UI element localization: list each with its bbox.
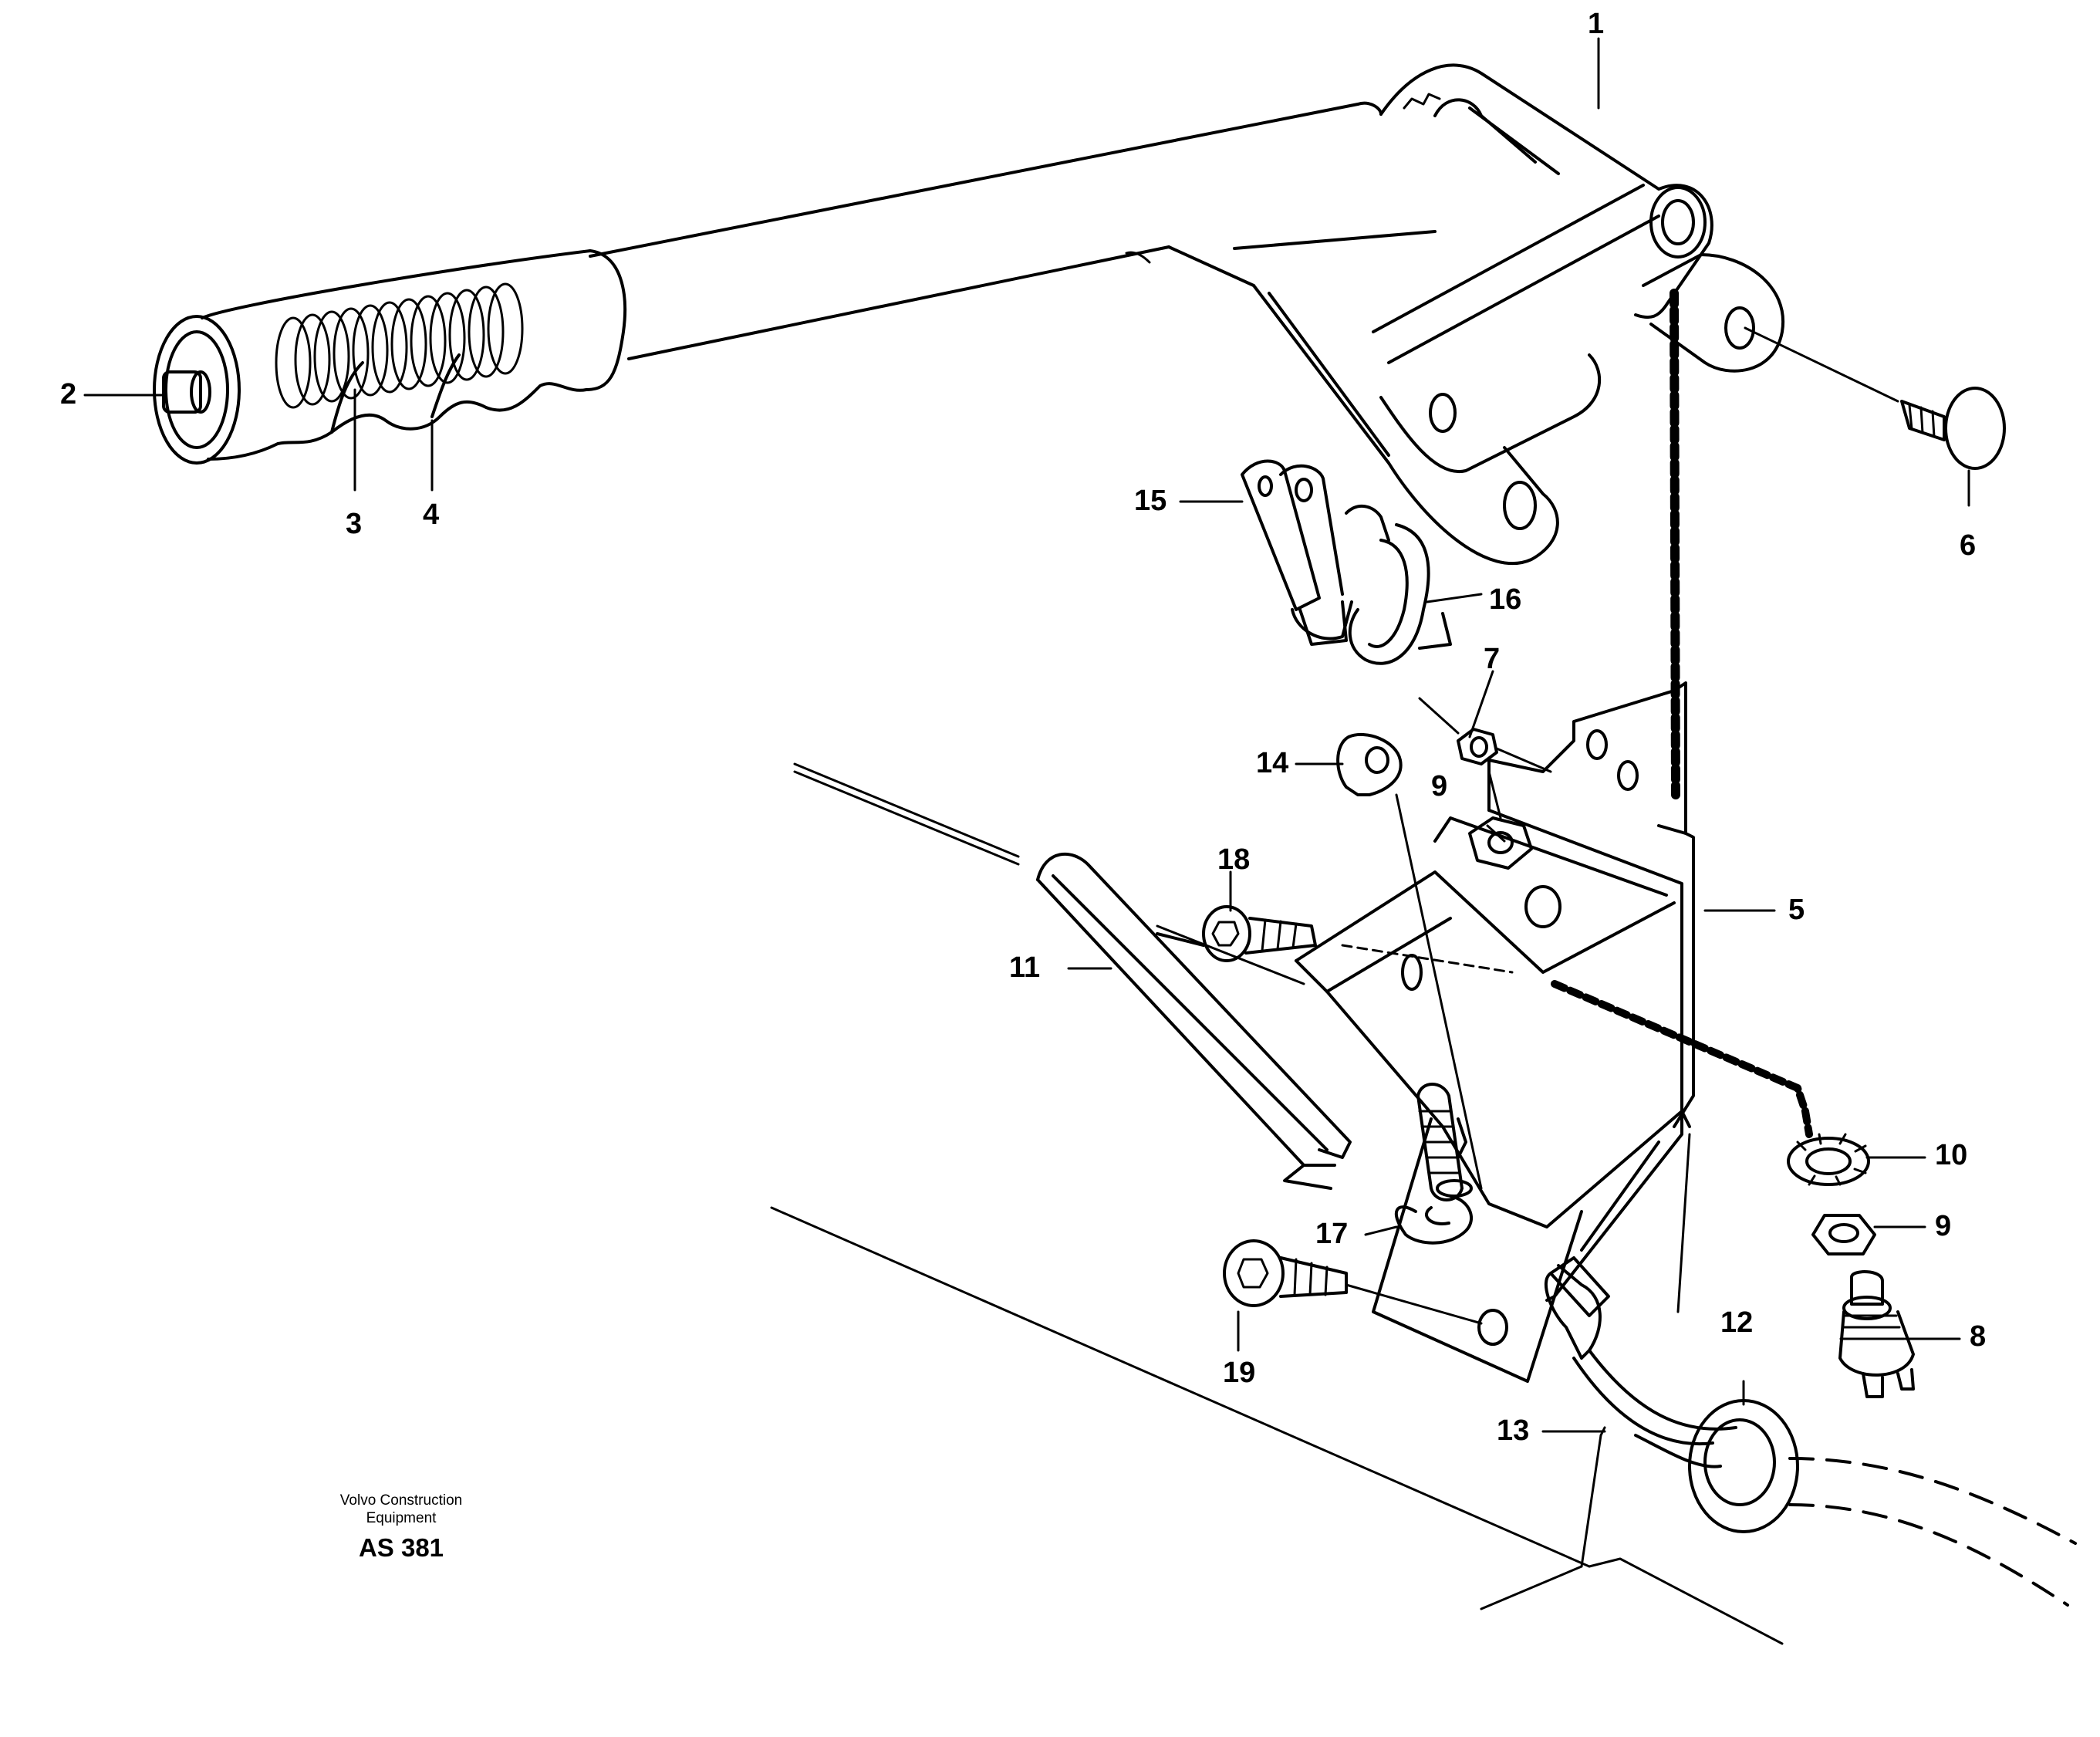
mounting-bracket xyxy=(1295,681,1695,1383)
callout-18: 18 xyxy=(1217,843,1251,876)
callout-19: 19 xyxy=(1223,1357,1256,1389)
callout-9-upper: 9 xyxy=(1431,770,1448,803)
callout-7: 7 xyxy=(1484,643,1501,675)
brand-company-line1: Volvo Construction xyxy=(339,1492,463,1509)
clevis xyxy=(1241,459,1353,646)
callout-6: 6 xyxy=(1960,529,1977,562)
handle-grip xyxy=(153,249,627,465)
callout-10: 10 xyxy=(1935,1139,1968,1171)
callout-12: 12 xyxy=(1720,1306,1754,1339)
lock-washer xyxy=(1787,1133,1870,1186)
nut-7 xyxy=(1418,697,1552,773)
leader-lines xyxy=(83,37,1970,1433)
cab-panel-outline xyxy=(770,251,1784,1645)
callout-13: 13 xyxy=(1497,1414,1530,1447)
callout-11: 11 xyxy=(1009,951,1041,984)
callout-3: 3 xyxy=(346,508,363,540)
callout-4: 4 xyxy=(423,498,440,531)
assembly-path-dashed xyxy=(1670,289,1680,799)
nut-9-upper xyxy=(1468,770,1533,870)
lever-hinge-bracket xyxy=(1252,63,1785,566)
brake-cable xyxy=(1544,1256,2077,1607)
pivot-bolt xyxy=(1744,326,2006,470)
screw-18-path-dashed xyxy=(1341,944,1514,974)
dust-boot xyxy=(1036,853,1352,1190)
lever-arm xyxy=(589,101,1437,360)
retaining-clip xyxy=(1394,1195,1474,1245)
spring xyxy=(275,282,524,409)
callout-1: 1 xyxy=(1588,8,1605,40)
callout-16: 16 xyxy=(1489,583,1522,616)
callout-15: 15 xyxy=(1134,485,1167,517)
brake-switch xyxy=(1838,1270,1915,1398)
callout-9-lower: 9 xyxy=(1935,1210,1952,1242)
callout-5: 5 xyxy=(1788,894,1805,926)
switch-assembly-path-dashed xyxy=(1551,980,1813,1138)
screw-19 xyxy=(1223,1239,1508,1346)
washer-14 xyxy=(1336,732,1403,796)
push-button xyxy=(162,370,211,414)
nut-9-lower xyxy=(1811,1214,1876,1255)
callout-14: 14 xyxy=(1256,747,1289,779)
drawing-code: AS 381 xyxy=(358,1533,444,1562)
callout-17: 17 xyxy=(1315,1218,1349,1250)
brand-company-line2: Equipment xyxy=(366,1510,437,1526)
screw-18 xyxy=(1202,905,1317,962)
callout-8: 8 xyxy=(1970,1320,1987,1353)
brand-block: Volvo Construction Equipment AS 381 xyxy=(309,1492,494,1564)
callout-2: 2 xyxy=(60,378,77,411)
clevis-pin-clip xyxy=(1345,505,1452,665)
threaded-bolt xyxy=(1395,793,1483,1201)
